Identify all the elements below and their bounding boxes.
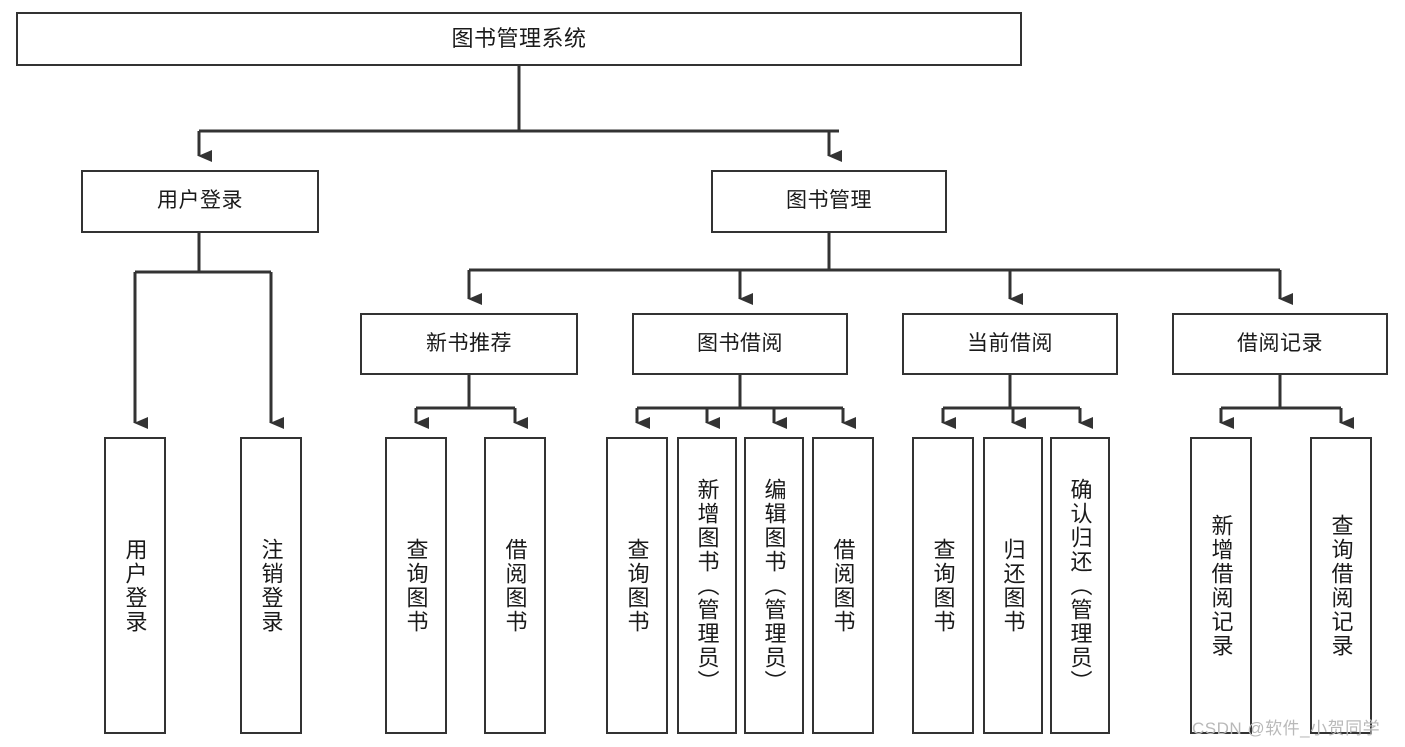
node-new-book-recommend[interactable]: 新书推荐 <box>360 313 578 375</box>
leaf-add-borrow-record[interactable]: 新增借阅记录 <box>1190 437 1252 734</box>
leaf-borrow-book-2[interactable]: 借阅图书 <box>812 437 874 734</box>
leaf-return-book[interactable]: 归还图书 <box>983 437 1043 734</box>
node-book-borrow[interactable]: 图书借阅 <box>632 313 848 375</box>
leaf-user-login-label: 用户登录 <box>122 537 148 634</box>
node-book-manage-label: 图书管理 <box>786 189 872 213</box>
leaf-confirm-return-admin[interactable]: 确认归还（管理员） <box>1050 437 1110 734</box>
leaf-edit-book-admin-label: 编辑图书（管理员） <box>761 477 787 694</box>
node-root-label: 图书管理系统 <box>451 26 587 52</box>
leaf-query-book-1-label: 查询图书 <box>403 537 429 634</box>
leaf-logout[interactable]: 注销登录 <box>240 437 302 734</box>
leaf-return-book-label: 归还图书 <box>1000 537 1026 634</box>
node-current-borrow-label: 当前借阅 <box>967 331 1053 355</box>
leaf-query-borrow-record[interactable]: 查询借阅记录 <box>1310 437 1372 734</box>
node-current-borrow[interactable]: 当前借阅 <box>902 313 1118 375</box>
leaf-logout-label: 注销登录 <box>258 537 284 634</box>
node-borrow-record-label: 借阅记录 <box>1237 331 1323 355</box>
leaf-borrow-book-1[interactable]: 借阅图书 <box>484 437 546 734</box>
node-book-manage[interactable]: 图书管理 <box>711 170 947 233</box>
leaf-query-book-3-label: 查询图书 <box>930 537 956 634</box>
node-borrow-record[interactable]: 借阅记录 <box>1172 313 1388 375</box>
leaf-query-book-2[interactable]: 查询图书 <box>606 437 668 734</box>
leaf-user-login[interactable]: 用户登录 <box>104 437 166 734</box>
node-new-book-recommend-label: 新书推荐 <box>426 331 512 355</box>
leaf-query-book-1[interactable]: 查询图书 <box>385 437 447 734</box>
leaf-add-book-admin[interactable]: 新增图书（管理员） <box>677 437 737 734</box>
watermark: CSDN @软件_小贺同学 <box>1192 719 1381 738</box>
leaf-query-book-3[interactable]: 查询图书 <box>912 437 974 734</box>
node-user-login-label: 用户登录 <box>157 189 243 213</box>
node-user-login[interactable]: 用户登录 <box>81 170 319 233</box>
leaf-edit-book-admin[interactable]: 编辑图书（管理员） <box>744 437 804 734</box>
leaf-add-borrow-record-label: 新增借阅记录 <box>1208 513 1234 658</box>
leaf-query-borrow-record-label: 查询借阅记录 <box>1328 513 1354 658</box>
leaf-add-book-admin-label: 新增图书（管理员） <box>694 477 720 694</box>
leaf-borrow-book-1-label: 借阅图书 <box>502 537 528 634</box>
leaf-confirm-return-admin-label: 确认归还（管理员） <box>1067 477 1093 694</box>
leaf-borrow-book-2-label: 借阅图书 <box>830 537 856 634</box>
node-root[interactable]: 图书管理系统 <box>16 12 1022 66</box>
node-book-borrow-label: 图书借阅 <box>697 331 783 355</box>
leaf-query-book-2-label: 查询图书 <box>624 537 650 634</box>
